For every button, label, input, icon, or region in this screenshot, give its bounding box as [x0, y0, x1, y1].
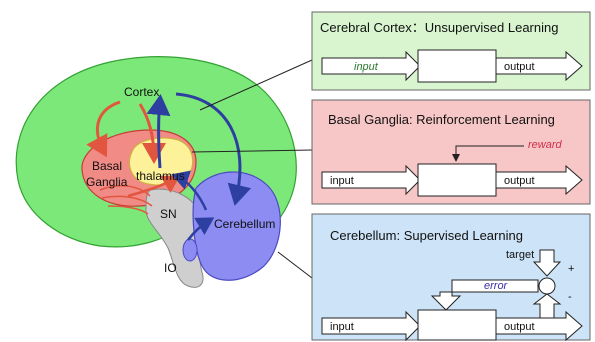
- bg-reward-arrow: [452, 145, 524, 162]
- red-loop-2: [101, 195, 153, 207]
- bg-panel-title: Basal Ganglia: Reinforcement Learning: [328, 112, 555, 127]
- cb-input-label: input: [330, 321, 354, 333]
- cb-panel-title: Cerebellum: Supervised Learning: [330, 228, 523, 243]
- cortex-input-arrow: [321, 50, 421, 82]
- cerebellum-label: Cerebellum: [214, 217, 275, 231]
- cortex-input-label: input: [354, 61, 379, 73]
- io-to-cerebellum-arrow: [187, 217, 215, 241]
- connector-basal-ganglia: [191, 149, 313, 153]
- bg-output-label: output: [504, 175, 535, 187]
- cerebellum-panel: Cerebellum: Supervised Learning target +…: [311, 213, 591, 342]
- cb-input-arrow: [321, 310, 421, 342]
- cortex-panel-title: Cerebral Cortex：Unsupervised Learning: [320, 20, 558, 35]
- inferior-olive-region: [182, 238, 198, 262]
- bg-input-label: input: [330, 175, 354, 187]
- cortex-panel: Cerebral Cortex：Unsupervised Learning in…: [311, 11, 591, 91]
- cortex-output-label: output: [504, 61, 535, 73]
- cb-target-label: target: [506, 249, 534, 261]
- cortex-process-box: [417, 49, 497, 83]
- bg-input-arrow: [321, 164, 421, 196]
- cb-plus-sign: +: [568, 263, 574, 275]
- connector-cerebellum: [277, 251, 313, 279]
- bg-process-box: [417, 163, 497, 197]
- sn-label: SN: [160, 207, 177, 221]
- cortex-label: Cortex: [124, 85, 159, 99]
- red-loop-3: [107, 205, 149, 215]
- thalamus-label: thalamus: [136, 169, 185, 183]
- cb-error-arrow: [430, 279, 539, 311]
- basal-ganglia-panel: Basal Ganglia: Reinforcement Learning re…: [311, 99, 591, 205]
- connector-cortex: [199, 59, 313, 111]
- basal-ganglia-label-line2: Ganglia: [86, 175, 128, 189]
- cortex-to-bg-arrow: [86, 100, 121, 158]
- red-loop-1: [99, 184, 151, 197]
- cb-comparator-circle: [538, 277, 556, 295]
- bg-reward-label: reward: [528, 139, 563, 151]
- cerebellar-loop-arrows: [146, 92, 252, 241]
- io-label: IO: [164, 261, 177, 275]
- cortex-to-thalamus-red-arrow: [138, 103, 166, 164]
- bg-output-arrow: [495, 164, 583, 196]
- thalamus-to-cortex-blue-arrow: [146, 94, 171, 169]
- cb-feedback-arrow: [532, 293, 562, 321]
- cb-process-box: [417, 309, 497, 341]
- cortex-to-cerebellum-arrow: [175, 92, 252, 206]
- cb-minus-sign: -: [568, 291, 572, 303]
- cortex-output-arrow: [495, 50, 583, 82]
- cb-output-label: output: [504, 321, 535, 333]
- cb-error-label: error: [484, 280, 509, 292]
- cb-output-arrow: [495, 310, 583, 342]
- cb-target-arrow: [532, 249, 562, 277]
- basal-ganglia-label-line1: Basal: [92, 159, 122, 173]
- cerebellum-to-thalamus-arrow: [171, 170, 208, 211]
